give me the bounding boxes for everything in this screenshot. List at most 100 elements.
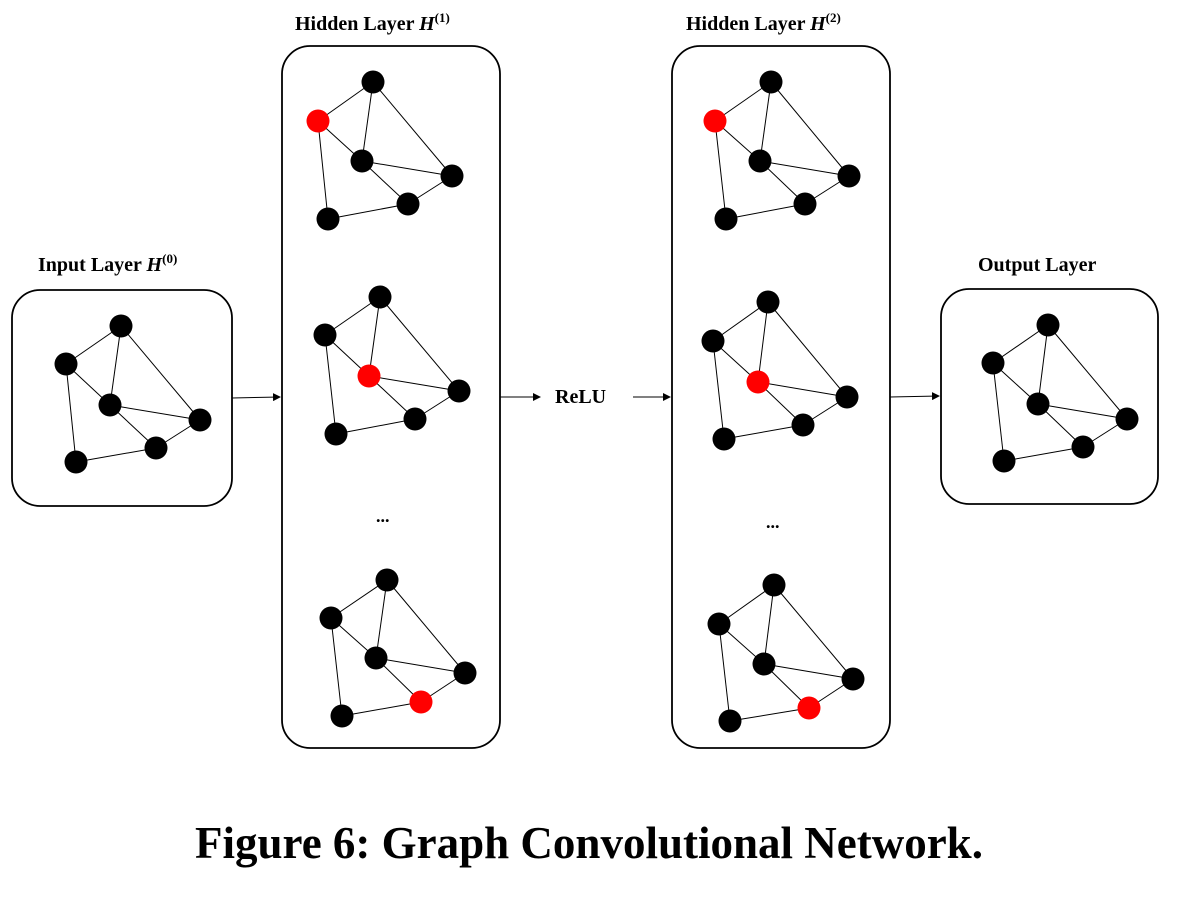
hidden1-graph-1-edge-v0-v4 <box>372 81 453 177</box>
hidden1-graph-3-node-v1 <box>319 606 343 630</box>
input-graph-node-v5 <box>144 436 168 460</box>
input-graph-edge-v3-v4 <box>109 404 201 421</box>
hidden2-graph-1-edge-v0-v4 <box>770 81 850 177</box>
hidden2-graph-2-node-v3-highlighted <box>746 370 770 394</box>
input-layer-superscript: (0) <box>162 251 177 266</box>
input-graph-edge-v0-v4 <box>120 325 201 421</box>
output-graph-edge-v0-v3 <box>1037 324 1049 405</box>
output-graph-node-v0 <box>1036 313 1060 337</box>
output-graph-edge-v5-v6 <box>1003 446 1084 462</box>
hidden2-graph-1-node-v1-highlighted <box>703 109 727 133</box>
input-graph-edge-v1-v6 <box>65 363 77 463</box>
relu-label: ReLU <box>555 386 606 408</box>
hidden2-graph-1-node-v3 <box>748 149 772 173</box>
hidden2-graph-2-node-v0 <box>756 290 780 314</box>
hidden1-graph-2-edge-v0-v4 <box>379 296 460 392</box>
input-layer-label: Input Layer H(0) <box>38 251 177 276</box>
hidden1-graph-3-node-v0 <box>375 568 399 592</box>
output-graph-node-v1 <box>981 351 1005 375</box>
hidden1-graph-2-node-v5 <box>403 407 427 431</box>
input-layer-symbol: H <box>146 254 164 276</box>
output-graph-edge-v1-v6 <box>992 362 1005 462</box>
input-graph-node-v1 <box>54 352 78 376</box>
hidden1-graph-1-node-v3 <box>350 149 374 173</box>
hidden2-graph-2-edge-v3-v4 <box>757 381 848 398</box>
input-graph <box>54 314 212 474</box>
hidden-layer-1-title: Hidden Layer <box>295 13 419 35</box>
hidden2-graph-3-node-v3 <box>752 652 776 676</box>
hidden-layer-2-label: Hidden Layer H(2) <box>686 10 841 35</box>
hidden1-graph-2-edge-v3-v4 <box>368 375 460 392</box>
input-layer-title: Input Layer <box>38 254 147 276</box>
hidden2-graph-1-edge-v0-v3 <box>759 81 772 162</box>
hidden2-graph-3-node-v1 <box>707 612 731 636</box>
input-graph-edge-v5-v6 <box>75 447 157 463</box>
input-graph-node-v3 <box>98 393 122 417</box>
hidden2-graph-3-node-v5-highlighted <box>797 696 821 720</box>
hidden-layer-2-ellipsis: ... <box>766 512 780 532</box>
hidden1-graph-2-node-v0 <box>368 285 392 309</box>
hidden1-graph-2-edge-v5-v6 <box>335 418 416 435</box>
hidden-layer-1-superscript: (1) <box>435 10 450 25</box>
input-graph-node-v4 <box>188 408 212 432</box>
hidden1-graph-2-edge-v1-v6 <box>324 334 337 435</box>
hidden2-graph-2-node-v4 <box>835 385 859 409</box>
hidden2-graph-1-edge-v5-v6 <box>725 203 806 220</box>
hidden1-graph-3-edge-v0-v4 <box>386 579 466 674</box>
hidden2-graph-3-edge-v5-v6 <box>729 707 810 722</box>
output-layer-box <box>940 288 1159 505</box>
hidden2-graph-1-edge-v3-v4 <box>759 160 850 177</box>
hidden1-graph-2 <box>313 285 471 446</box>
hidden1-graph-3-node-v5-highlighted <box>409 690 433 714</box>
input-graph-node-v0 <box>109 314 133 338</box>
hidden1-graph-2-node-v3-highlighted <box>357 364 381 388</box>
hidden1-graph-3-node-v3 <box>364 646 388 670</box>
output-graph-node-v4 <box>1115 407 1139 431</box>
input-graph-node-v6 <box>64 450 88 474</box>
hidden2-graph-1-node-v5 <box>793 192 817 216</box>
hidden2-graph-1-edge-v1-v6 <box>714 120 727 220</box>
arrow-hidden2-to-output <box>889 392 940 401</box>
hidden1-graph-1-edge-v1-v6 <box>317 120 329 220</box>
hidden2-graph-3-node-v6 <box>718 709 742 733</box>
hidden2-graph-3-edge-v3-v4 <box>763 663 854 680</box>
hidden1-graph-3-edge-v1-v6 <box>330 617 343 717</box>
hidden1-graph-3 <box>319 568 477 728</box>
hidden2-graph-2-node-v5 <box>791 413 815 437</box>
hidden2-graph-3-edge-v0-v4 <box>773 584 854 680</box>
hidden2-graph-2-edge-v5-v6 <box>723 424 804 440</box>
hidden-layer-2-symbol: H <box>809 13 827 35</box>
hidden2-graph-3 <box>707 573 865 733</box>
hidden1-graph-1-node-v6 <box>316 207 340 231</box>
hidden2-graph-2 <box>701 290 859 451</box>
output-graph <box>981 313 1139 473</box>
hidden-layer-1-label: Hidden Layer H(1) <box>295 10 450 35</box>
hidden1-graph-3-edge-v0-v3 <box>375 579 388 659</box>
hidden2-graph-3-edge-v0-v3 <box>763 584 775 665</box>
output-graph-node-v6 <box>992 449 1016 473</box>
output-layer-label: Output Layer <box>978 254 1096 276</box>
output-graph-edge-v3-v4 <box>1037 403 1128 420</box>
hidden2-graph-2-node-v1 <box>701 329 725 353</box>
output-graph-node-v5 <box>1071 435 1095 459</box>
hidden1-graph-2-node-v1 <box>313 323 337 347</box>
hidden-layer-1-symbol: H <box>418 13 436 35</box>
hidden1-graph-1 <box>306 70 464 231</box>
hidden1-graph-3-node-v4 <box>453 661 477 685</box>
hidden1-graph-1-edge-v5-v6 <box>327 203 409 220</box>
hidden1-graph-1-node-v0 <box>361 70 385 94</box>
hidden2-graph-3-edge-v1-v6 <box>718 623 731 722</box>
hidden2-graph-1 <box>703 70 861 231</box>
hidden2-graph-2-edge-v0-v3 <box>757 301 769 383</box>
hidden2-graph-3-node-v0 <box>762 573 786 597</box>
hidden2-graph-1-node-v4 <box>837 164 861 188</box>
hidden1-graph-2-node-v4 <box>447 379 471 403</box>
input-graph-edge-v0-v3 <box>109 325 122 406</box>
hidden2-graph-2-node-v6 <box>712 427 736 451</box>
hidden-layer-1-ellipsis: ... <box>376 506 390 526</box>
arrow-input-to-hidden1 <box>231 393 281 402</box>
hidden-layer-2-title: Hidden Layer <box>686 13 810 35</box>
hidden1-graph-1-node-v4 <box>440 164 464 188</box>
hidden2-graph-2-edge-v0-v4 <box>767 301 848 398</box>
